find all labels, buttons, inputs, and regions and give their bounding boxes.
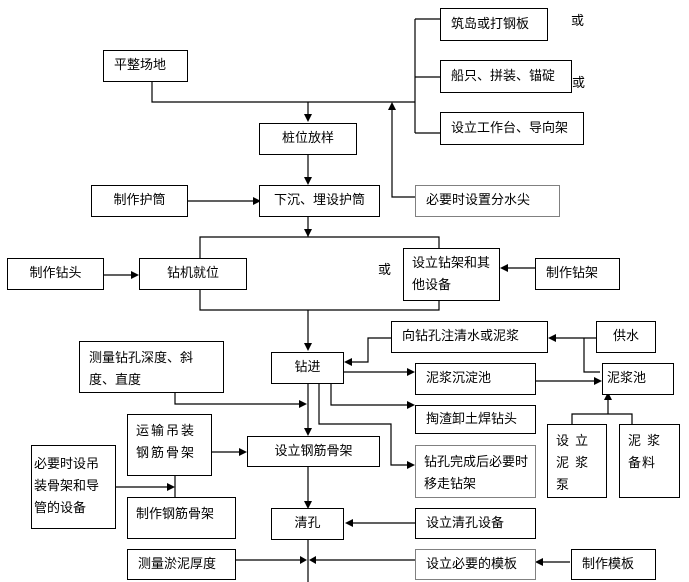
node-sink-casing: 下沉、埋设护筒 <box>259 185 380 217</box>
arrow-cleaning-equipment <box>345 519 353 527</box>
node-transport-hoist-cage: 运输吊装钢筋骨架 <box>127 414 212 476</box>
node-make-drill-bit: 制作钻头 <box>7 258 104 290</box>
connector-rig-loop-bottom <box>199 289 440 311</box>
node-island-or-sheet-pile: 筑岛或打钢板 <box>440 8 548 41</box>
connector-slurry-pool-up <box>583 338 600 373</box>
node-work-platform-guide: 设立工作台、导向架 <box>440 112 584 145</box>
node-water-supply: 供水 <box>596 321 656 353</box>
label-or-1: 或 <box>571 14 585 29</box>
arrow-drilling-to-cage <box>304 428 312 436</box>
node-set-rig-equipment: 设立钻架和其他设备 <box>403 248 500 301</box>
node-measure-sludge: 测量淤泥厚度 <box>127 549 236 580</box>
arrow-to-slurry-pool <box>604 392 612 400</box>
node-water-splitter: 必要时设置分水尖 <box>415 185 560 217</box>
arrow-casing-to-rig <box>304 229 312 237</box>
connector-to-dig-slag <box>330 383 408 406</box>
arrow-make-bit <box>131 271 139 279</box>
node-make-casing: 制作护筒 <box>91 185 188 217</box>
node-inject-water-slurry: 向钻孔注清水或泥浆 <box>391 321 548 353</box>
connector-level-site <box>151 82 415 103</box>
node-set-cleaning-equipment: 设立清孔设备 <box>415 508 536 539</box>
arrow-transport-cage <box>239 448 247 456</box>
arrow-make-formwork <box>535 558 543 566</box>
connector-measure-hole <box>174 393 300 405</box>
node-ship-assemble-anchor: 船只、拼装、锚碇 <box>440 60 572 93</box>
node-dig-slag-weld-bit: 掏渣卸土焊钻头 <box>415 405 536 434</box>
arrow-to-remove-rig <box>407 461 415 469</box>
node-set-slurry-pump: 设 立 泥 浆 泵 <box>547 424 607 498</box>
arrow-measure-sludge <box>300 556 307 564</box>
label-or-2: 或 <box>572 76 586 91</box>
arrow-to-drilling <box>304 343 312 351</box>
label-or-3: 或 <box>378 263 392 278</box>
node-set-steel-cage: 设立钢筋骨架 <box>247 436 380 467</box>
arrow-hoist-equipment <box>167 483 175 491</box>
node-pile-layout: 桩位放样 <box>259 123 357 155</box>
node-remove-rig: 钻孔完成后必要时移走钻架 <box>415 445 536 498</box>
node-set-formwork: 设立必要的模板 <box>415 549 536 580</box>
connector-inject <box>348 337 392 363</box>
arrow-layout-to-casing <box>304 177 312 185</box>
arrow-inject <box>344 358 352 366</box>
node-make-rig: 制作钻架 <box>535 258 620 290</box>
connector-to-remove-rig <box>318 383 408 466</box>
node-slurry-materials: 泥 浆 备料 <box>619 424 680 498</box>
node-settling-pond: 泥浆沉淀池 <box>415 363 536 395</box>
arrow-make-rig <box>500 264 508 272</box>
node-measure-hole: 测量钻孔深度、斜度、直度 <box>79 341 224 393</box>
connector-rig-loop-top <box>199 236 440 262</box>
arrow-make-casing <box>253 197 261 205</box>
arrow-measure-hole <box>299 400 307 408</box>
node-drilling: 钻进 <box>271 352 344 384</box>
arrow-cage-to-clean <box>304 501 312 509</box>
node-make-steel-cage: 制作钢筋骨架 <box>127 497 236 539</box>
arrow-water-supply <box>548 334 556 342</box>
node-make-formwork: 制作模板 <box>571 549 656 580</box>
arrow-water-splitter <box>388 102 396 110</box>
arrow-formwork <box>309 556 316 564</box>
node-hoist-equipment: 必要时设吊装骨架和导管的设备 <box>31 445 116 529</box>
node-level-site: 平整场地 <box>103 50 188 82</box>
arrow-to-settling <box>407 368 415 376</box>
arrow-to-pile-layout <box>304 114 312 122</box>
node-rig-in-place: 钻机就位 <box>139 258 247 290</box>
connector-water-splitter <box>391 108 418 198</box>
node-clean-hole: 清孔 <box>271 508 344 540</box>
arrow-to-dig-slag <box>407 401 415 409</box>
node-slurry-pool: 泥浆池 <box>602 363 674 395</box>
connector-pump-materials <box>571 413 633 424</box>
arrow-settling-to-pool <box>594 377 602 385</box>
